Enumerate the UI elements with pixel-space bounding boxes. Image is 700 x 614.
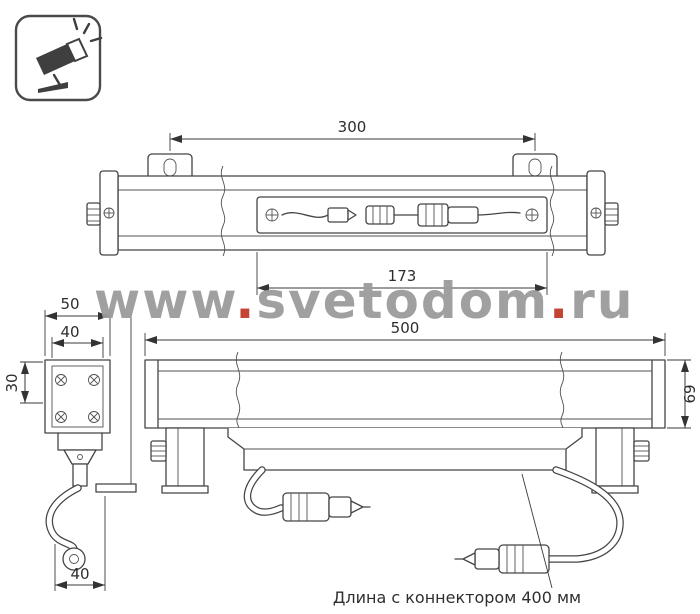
mount-arm: [95, 483, 137, 493]
side-view: 50 40: [3, 295, 137, 591]
dim-40-top-label: 40: [60, 323, 79, 341]
screw: [55, 374, 100, 423]
dim-69-label: 69: [681, 384, 699, 403]
break-line: [549, 165, 555, 257]
screw: [103, 207, 602, 219]
bracket-right: [591, 427, 650, 494]
connector: [282, 492, 330, 522]
dim-50: 50: [44, 295, 111, 356]
bracket-left: [150, 427, 209, 494]
break-line: [235, 351, 241, 435]
cable-right: [454, 466, 624, 574]
break-line: [220, 165, 226, 257]
dim-69: 69: [667, 359, 699, 429]
dim-30: 30: [3, 361, 43, 404]
cable-left: [243, 466, 371, 522]
dim-50-label: 50: [60, 295, 79, 313]
leader-line: [521, 473, 553, 589]
dim-173-label: 173: [388, 267, 417, 285]
clamp: [57, 432, 137, 493]
top-view: 300 173: [86, 118, 619, 295]
dim-30-label: 30: [3, 373, 21, 392]
bracket-body: [44, 359, 111, 434]
clamp-knob-left: [86, 202, 101, 226]
internal-cable: [281, 203, 521, 227]
dim-40-top: 40: [51, 323, 104, 358]
screw: [265, 208, 539, 222]
dim-300-label: 300: [338, 118, 367, 136]
break-line: [559, 351, 565, 435]
caption: Длина с коннектором 400 мм: [333, 588, 581, 607]
dim-173: 173: [256, 252, 548, 295]
side-cable: [45, 484, 86, 571]
floodlight-icon: [14, 14, 103, 102]
dim-40-bottom-label: 40: [70, 565, 89, 583]
dim-500: 500: [144, 319, 666, 356]
housing-front: [144, 359, 666, 429]
front-view: 500: [144, 319, 699, 589]
dim-300: 300: [169, 118, 536, 151]
clamp-knob-right: [604, 202, 619, 226]
dim-500-label: 500: [391, 319, 420, 337]
dim-40-bottom: 40: [54, 496, 106, 591]
connector-end: [62, 547, 86, 571]
